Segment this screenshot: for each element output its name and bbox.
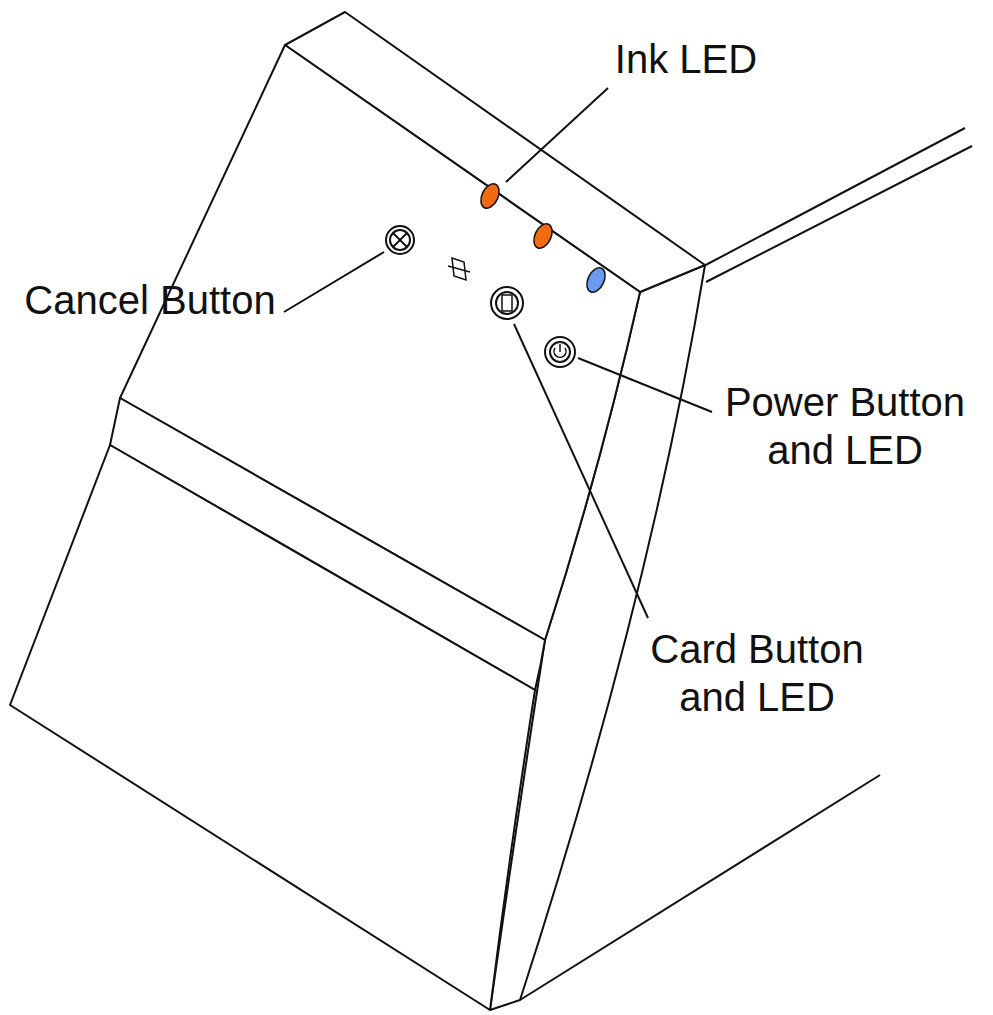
leader-line <box>578 358 712 412</box>
part-label: Power Button and LED <box>705 378 985 474</box>
part-label: Card Button and LED <box>622 625 892 721</box>
card-button <box>491 287 523 319</box>
leader-line <box>514 324 648 618</box>
ink-led <box>530 221 555 251</box>
cancel-button <box>386 226 414 254</box>
lower-front <box>10 445 535 1010</box>
part-label: Ink LED <box>596 35 776 83</box>
card-icon <box>448 258 470 280</box>
leader-line <box>284 252 384 312</box>
ink-led <box>477 181 502 211</box>
part-label: Cancel Button <box>0 276 300 324</box>
power-cable <box>700 128 972 282</box>
power-led <box>583 265 608 295</box>
leader-line <box>506 88 608 182</box>
power-button <box>545 337 575 367</box>
